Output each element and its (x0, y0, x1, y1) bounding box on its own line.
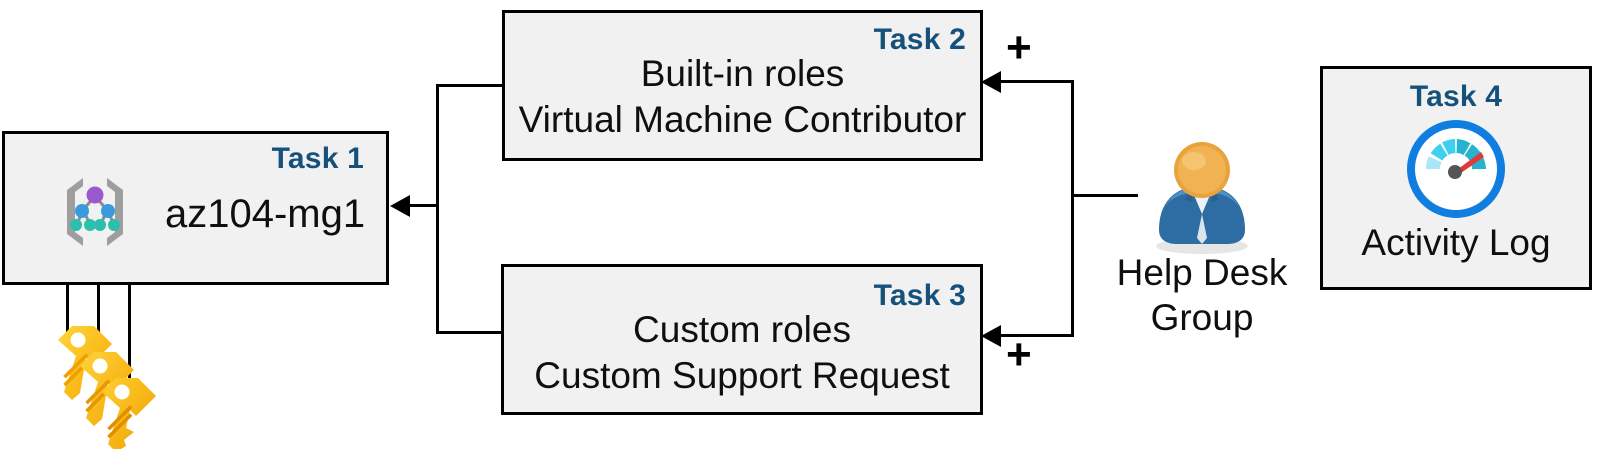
keys-icon (36, 318, 161, 449)
activity-log-gauge-icon (1407, 120, 1505, 218)
right-connector-top-arm (1000, 80, 1074, 83)
right-connector-bottom-arm (1000, 334, 1074, 337)
actor-caption: Help Desk Group (1116, 252, 1288, 338)
task3-label: Task 3 (873, 279, 966, 312)
task4-label: Task 4 (1409, 80, 1503, 113)
key-arrow-line-2 (97, 245, 100, 357)
task2-box[interactable]: Task 2 Built-in roles Virtual Machine Co… (502, 10, 983, 161)
task2-text: Built-in roles Virtual Machine Contribut… (518, 53, 967, 140)
management-group-icon (53, 170, 137, 254)
arrow-into-task1 (390, 195, 410, 217)
left-connector-to-task1 (408, 204, 439, 207)
arrow-into-task3 (981, 325, 1001, 347)
arrow-into-task2 (981, 71, 1001, 93)
right-connector-to-person (1071, 194, 1138, 197)
plus-operator-top: + (1006, 23, 1032, 72)
task1-text: az104-mg1 (165, 192, 366, 236)
left-connector-top-stub (436, 84, 502, 87)
task4-box[interactable]: Task 4 Activity Lo (1320, 66, 1592, 290)
task1-label: Task 1 (271, 142, 364, 175)
user-group-person-icon (1137, 138, 1267, 256)
task3-box[interactable]: Task 3 Custom roles Custom Support Reque… (501, 264, 983, 415)
left-connector-bottom-stub (436, 331, 502, 334)
key-arrow-line-1 (66, 245, 69, 340)
key-arrow-line-3 (128, 260, 131, 379)
task3-text: Custom roles Custom Support Request (534, 309, 950, 396)
plus-operator-bottom: + (1006, 330, 1032, 379)
left-connector-vertical (436, 84, 439, 334)
right-connector-vertical (1071, 80, 1074, 337)
task2-label: Task 2 (873, 23, 966, 56)
task1-box[interactable]: Task 1 (2, 131, 389, 285)
task4-text: Activity Log (1361, 222, 1551, 263)
